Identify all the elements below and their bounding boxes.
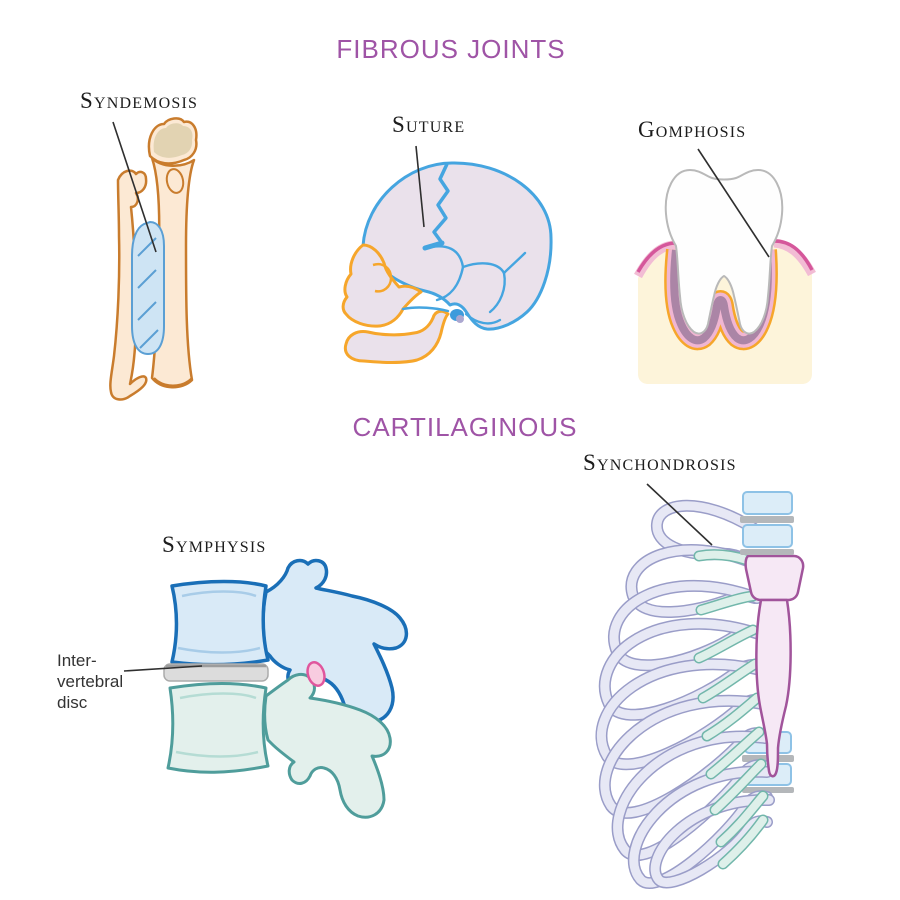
intervertebral-disc-annotation: Inter- vertebral disc bbox=[57, 650, 123, 713]
synchondrosis-illustration bbox=[595, 491, 805, 889]
suture-lines bbox=[401, 163, 527, 325]
upper-spine-segment bbox=[740, 491, 794, 555]
mandible bbox=[343, 309, 450, 364]
costal-cartilages bbox=[693, 549, 769, 870]
symphysis-illustration bbox=[163, 558, 409, 819]
syndesmosis-illustration bbox=[109, 117, 198, 401]
face-bones bbox=[341, 243, 423, 328]
lower-vertebra bbox=[166, 672, 392, 819]
ear-canal bbox=[450, 309, 464, 323]
gomphosis-illustration bbox=[634, 169, 816, 384]
cartilaginous-heading: CARTILAGINOUS bbox=[352, 412, 578, 442]
gomphosis-label: Gomphosis bbox=[638, 117, 747, 142]
annotation-line: disc bbox=[57, 693, 88, 712]
syndesmosis-label: Syndemosis bbox=[80, 88, 199, 113]
facet-joint bbox=[306, 661, 326, 687]
suture-label: Suture bbox=[392, 112, 466, 137]
annotation-line: vertebral bbox=[57, 672, 124, 691]
fibrous-joints-heading: FIBROUS JOINTS bbox=[336, 34, 566, 64]
interosseous-membrane bbox=[131, 220, 165, 356]
sternum bbox=[744, 554, 805, 778]
suture-illustration bbox=[341, 161, 553, 364]
annotation-line: Inter- bbox=[57, 651, 97, 670]
intervertebral-disc bbox=[163, 663, 269, 682]
synchondrosis-label: Synchondrosis bbox=[583, 450, 737, 475]
symphysis-label: Symphysis bbox=[162, 532, 267, 557]
